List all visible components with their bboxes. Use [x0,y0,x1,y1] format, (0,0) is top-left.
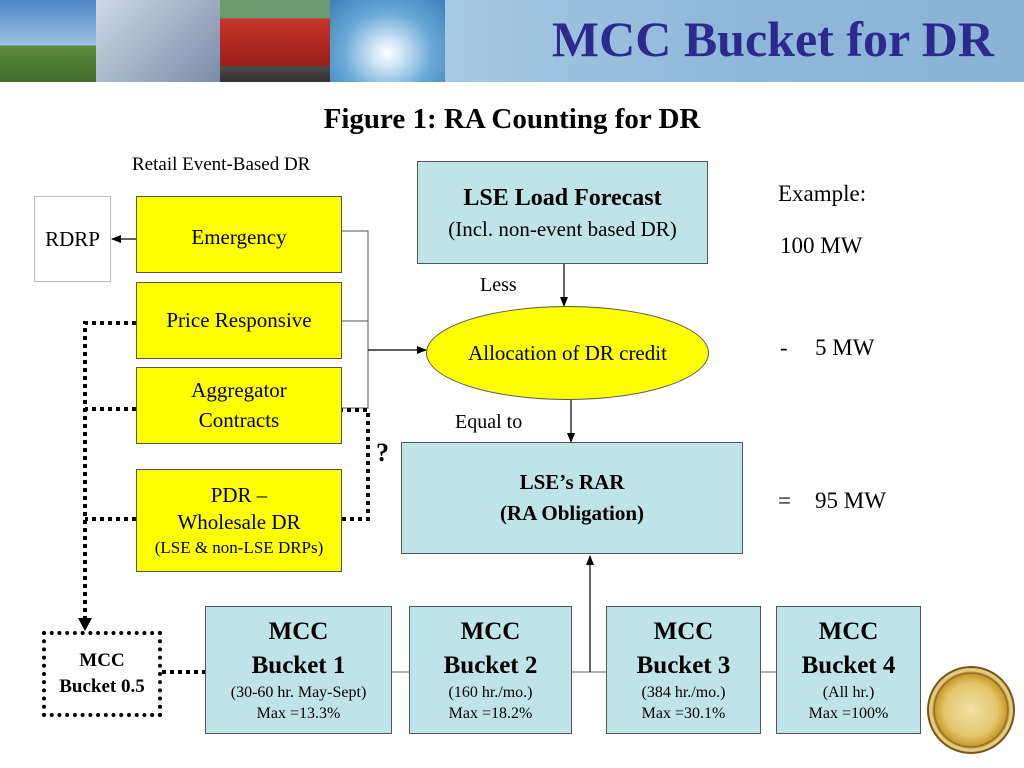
mcc-bucket-3-box: MCC Bucket 3 (384 hr./mo.) Max =30.1% [606,606,761,734]
retail-dr-label: Retail Event-Based DR [132,154,311,175]
pdr-question-dotted-line [342,408,370,521]
rar-subtitle: (RA Obligation) [499,501,645,525]
price-responsive-dotted-line [83,321,136,622]
emergency-box: Emergency [136,196,342,273]
bucket4-line2: Bucket 4 [801,652,896,680]
bucket4-line1: MCC [818,618,879,646]
page-title: MCC Bucket for DR [551,11,994,67]
bucket3-max: Max =30.1% [641,704,726,722]
figure-title: Figure 1: RA Counting for DR [323,103,701,135]
bucket05-line1: MCC [79,650,125,672]
rar-title: LSE’s RAR [519,469,625,494]
example-value-5mw: 5 MW [815,335,875,360]
bucket4-max: Max =100% [808,704,889,722]
bucket4-hours: (All hr.) [822,683,875,701]
rdrp-box: RDRP [34,196,111,282]
example-equals-sign: = [778,488,791,513]
bucket2-hours: (160 hr./mo.) [448,683,533,701]
mcc-bucket-0-5-box: MCC Bucket 0.5 [42,631,162,717]
equal-to-label: Equal to [455,411,523,433]
allocation-ellipse: Allocation of DR credit [426,306,709,400]
bucket2-line2: Bucket 2 [443,652,538,680]
train-photo [220,0,330,82]
example-minus-sign: - [780,335,788,360]
state-seal-logo [927,666,1015,754]
aggregator-contracts-box: Aggregator Contracts [136,367,342,444]
example-value-100mw: 100 MW [780,233,863,258]
phone-keypad-photo [96,0,220,82]
price-responsive-label: Price Responsive [166,307,312,332]
house-solar-photo [0,0,96,82]
question-mark: ? [376,438,389,467]
bucket3-line2: Bucket 3 [636,652,731,680]
pdr-label-line1: PDR – [210,483,268,508]
pdr-label-line3: (LSE & non-LSE DRPs) [154,537,324,557]
forecast-title: LSE Load Forecast [463,185,662,212]
example-value-95mw: 95 MW [815,488,886,513]
aggregator-label-line2: Contracts [198,407,280,432]
forecast-subtitle: (Incl. non-event based DR) [448,216,677,241]
pdr-label-line2: Wholesale DR [177,510,301,535]
bucket1-line1: MCC [268,618,329,646]
mcc-bucket-2-box: MCC Bucket 2 (160 hr./mo.) Max =18.2% [409,606,572,734]
pdr-wholesale-box: PDR – Wholesale DR (LSE & non-LSE DRPs) [136,469,342,572]
mcc-bucket-4-box: MCC Bucket 4 (All hr.) Max =100% [776,606,921,734]
rdrp-label: RDRP [45,226,100,251]
allocation-label: Allocation of DR credit [468,340,667,365]
bucket2-line1: MCC [460,618,521,646]
mcc-bucket-1-box: MCC Bucket 1 (30-60 hr. May-Sept) Max =1… [205,606,392,734]
bucket1-line2: Bucket 1 [251,652,346,680]
lse-rar-box: LSE’s RAR (RA Obligation) [401,442,743,554]
bucket1-hours: (30-60 hr. May-Sept) [230,683,367,701]
bucket3-hours: (384 hr./mo.) [641,683,726,701]
less-label: Less [480,274,517,296]
bracket-line [342,230,369,409]
emergency-label: Emergency [191,225,287,249]
lse-load-forecast-box: LSE Load Forecast (Incl. non-event based… [417,161,708,264]
bucket05-line2: Bucket 0.5 [59,676,145,697]
price-responsive-box: Price Responsive [136,282,342,359]
header-banner: MCC Bucket for DR [0,0,1024,82]
bucket2-max: Max =18.2% [448,704,533,722]
dotted-arrowhead [78,618,92,631]
bucket3-line1: MCC [653,618,714,646]
water-drop-photo [330,0,445,82]
example-label: Example: [778,181,867,206]
aggregator-label-line1: Aggregator [191,378,287,403]
bucket1-max: Max =13.3% [256,704,341,722]
